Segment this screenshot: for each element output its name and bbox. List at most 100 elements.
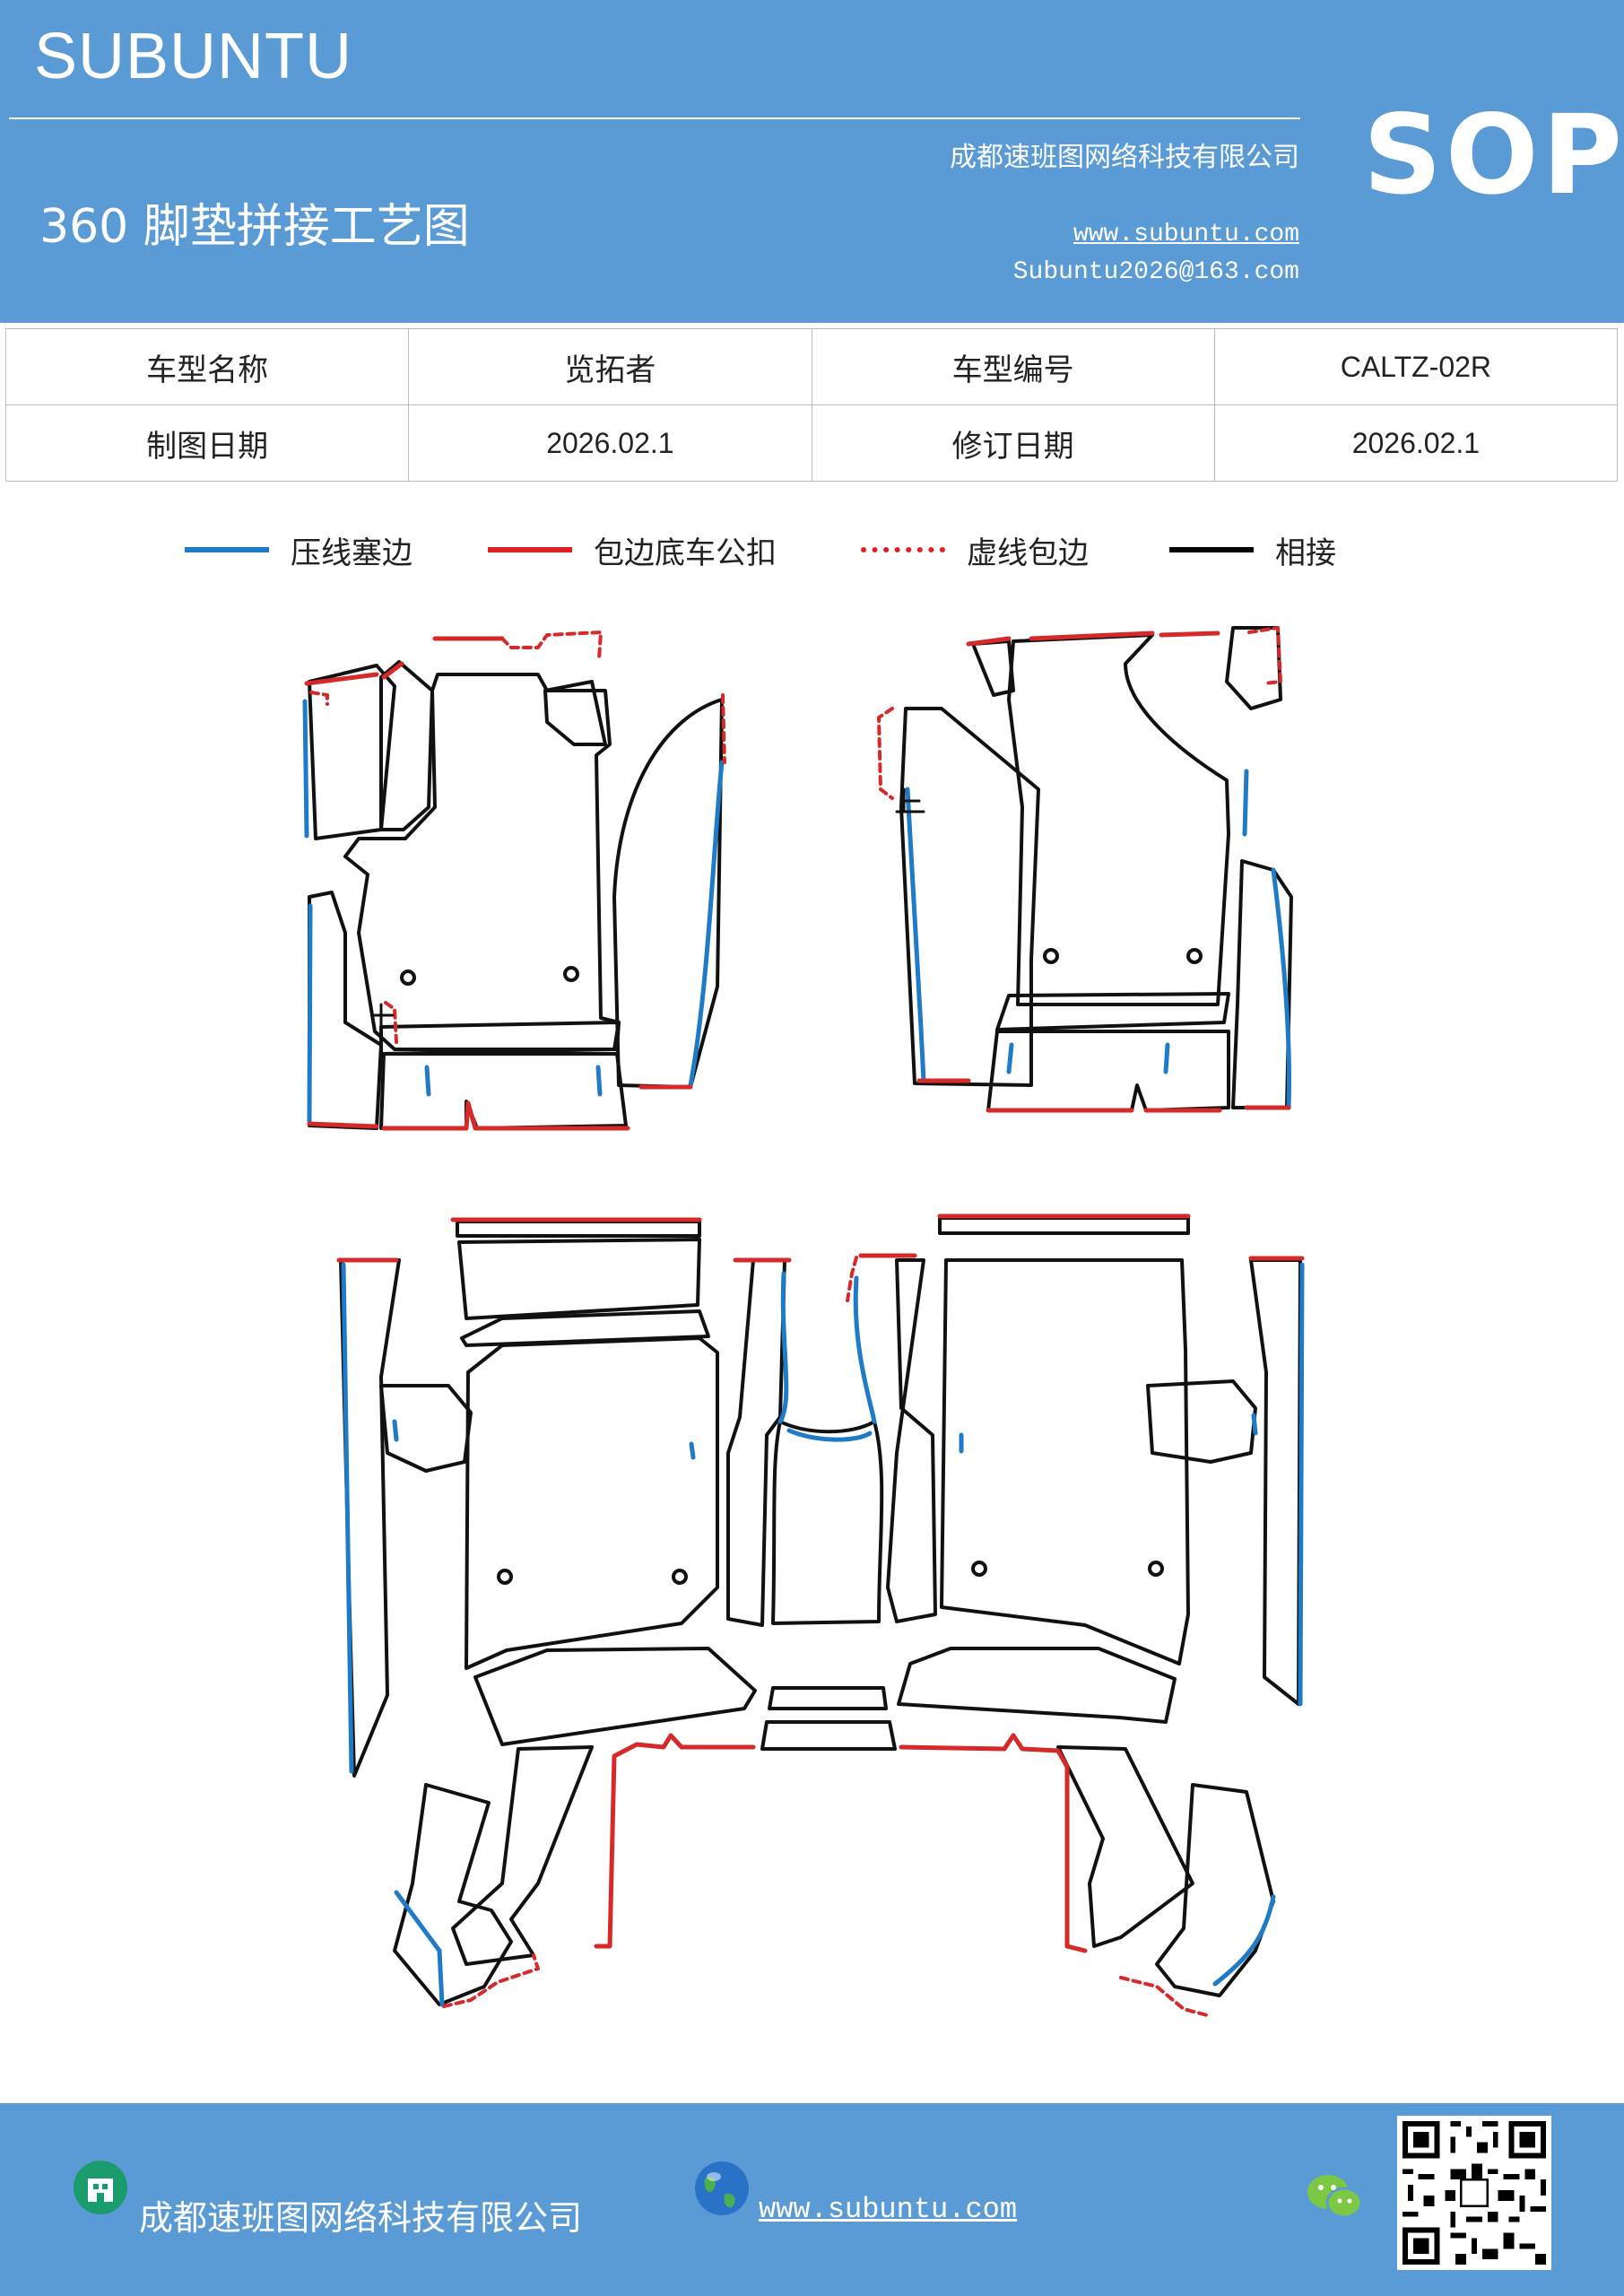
hem-line-segment <box>381 661 404 680</box>
hem-line-segment <box>381 1100 630 1131</box>
rear-lower-right-wheel <box>1155 1783 1275 1997</box>
line-legend: 压线塞边 包边底车公扣 虚线包边 相接 <box>0 527 1624 572</box>
rear-center-strip <box>768 1686 888 1710</box>
table-cell: CALTZ-02R <box>1213 328 1619 405</box>
press-line-segment <box>1251 1413 1258 1436</box>
press-line-segment <box>302 699 309 839</box>
dotted-hem-segment <box>309 691 329 706</box>
rear-left-bracket <box>379 1384 473 1473</box>
mat-anchor-hole <box>497 1569 513 1585</box>
dotted-hem-segment <box>877 707 894 800</box>
legend-label: 相接 <box>1275 535 1336 571</box>
legend-item: 虚线包边 <box>861 527 1089 572</box>
press-line-segment <box>307 903 313 1124</box>
footer-company-name: 成都速班图网络科技有限公司 <box>139 2198 583 2238</box>
front-left-footrest <box>543 680 607 746</box>
hem-line-segment <box>304 672 379 686</box>
mat-anchor-hole <box>672 1569 688 1585</box>
mat-anchor-hole <box>1148 1561 1164 1577</box>
rear-left-seat-mat <box>465 1336 719 1670</box>
front-left-mat-strip <box>379 660 434 831</box>
press-line-segment <box>1242 769 1249 837</box>
legend-swatch <box>185 547 269 552</box>
mark-symbol <box>895 787 925 813</box>
building-icon <box>74 2161 127 2214</box>
press-line-segment <box>853 1275 877 1424</box>
rear-top-strip-right <box>938 1216 1190 1235</box>
rear-right-bracket <box>1146 1379 1257 1464</box>
header-banner: SUBUNTU 成都速班图网络科技有限公司 SOP 360 脚垫拼接工艺图 ww… <box>0 0 1624 323</box>
table-row: 车型名称 览拓者 车型编号 CALTZ-02R <box>4 328 1619 405</box>
sop-label: SOP <box>1363 91 1624 219</box>
press-line-segment <box>394 1890 445 2007</box>
hem-line-segment <box>1029 631 1155 641</box>
legend-label: 包边底车公扣 <box>594 535 777 571</box>
mat-anchor-hole <box>1043 948 1059 964</box>
press-line-segment <box>392 1419 399 1442</box>
rear-right-lower-front <box>897 1647 1177 1724</box>
email-address: Subuntu2026@163.com <box>1012 258 1299 286</box>
front-right-heel-panel <box>995 992 1230 1031</box>
mark-symbol <box>373 1003 395 1029</box>
press-line-segment <box>689 1441 696 1460</box>
dotted-hem-segment <box>846 1256 858 1302</box>
press-line-segment <box>1163 1042 1170 1074</box>
hem-line-segment <box>594 1733 756 1949</box>
qr-code <box>1397 2116 1551 2270</box>
front-right-side <box>899 707 1040 1087</box>
legend-swatch <box>488 547 572 552</box>
dotted-hem-segment <box>442 1953 540 2008</box>
front-right-mat-main <box>1007 633 1230 1006</box>
table-cell: 车型名称 <box>4 328 410 405</box>
rear-lower-left-wheel <box>393 1783 513 2006</box>
rear-tunnel-right <box>886 1258 937 1623</box>
press-line-segment <box>595 1065 603 1097</box>
hem-line-segment <box>899 1733 1088 1953</box>
front-right-heel-panel <box>986 1030 1230 1112</box>
rear-right-seat-mat <box>940 1258 1190 1665</box>
front-left-mat-strip <box>308 664 396 840</box>
rear-upper-left-panel <box>457 1238 701 1320</box>
legend-swatch <box>1169 547 1254 552</box>
hem-line-segment <box>307 1121 379 1129</box>
table-cell: 制图日期 <box>4 404 410 482</box>
table-cell: 2026.02.1 <box>1213 404 1619 482</box>
brand-logo-text: SUBUNTU <box>34 21 353 92</box>
dotted-hem-segment <box>384 1001 398 1044</box>
rear-lower-right-wheel <box>1056 1745 1194 1948</box>
dotted-hem-segment <box>500 631 603 661</box>
floor-mat-diagram <box>302 626 1305 2018</box>
front-left-side-panel <box>612 698 724 1089</box>
mat-anchor-hole <box>563 966 579 982</box>
front-left-mat-main <box>343 673 621 1051</box>
press-line-segment <box>777 1271 789 1424</box>
legend-label: 虚线包边 <box>967 535 1089 571</box>
document-title: 360 脚垫拼接工艺图 <box>39 200 470 254</box>
globe-icon <box>695 2161 749 2215</box>
legend-item: 包边底车公扣 <box>488 527 777 572</box>
press-line-segment <box>1006 1042 1014 1074</box>
mat-anchor-hole <box>400 970 416 986</box>
press-line-segment <box>688 760 725 1088</box>
footer-website-link[interactable]: www.subuntu.com <box>759 2193 1018 2226</box>
legend-label: 压线塞边 <box>291 535 413 571</box>
dotted-hem-segment <box>1119 1976 1212 2018</box>
company-name: 成都速班图网络科技有限公司 <box>950 142 1299 173</box>
table-cell: 2026.02.1 <box>408 404 812 482</box>
table-cell: 车型编号 <box>811 328 1215 405</box>
website-link[interactable]: www.subuntu.com <box>1073 221 1299 248</box>
press-line-segment <box>905 787 926 1083</box>
rear-left-lower-front <box>473 1647 757 1746</box>
front-right-mat-strip <box>971 639 1015 697</box>
wechat-icon[interactable] <box>1305 2170 1364 2222</box>
press-line-segment <box>341 1262 354 1774</box>
mat-anchor-hole <box>1186 948 1203 964</box>
rear-top-strip-left <box>456 1220 701 1238</box>
mat-anchor-hole <box>971 1561 987 1577</box>
front-left-heel-panel <box>379 1052 628 1130</box>
vehicle-info-table: 车型名称 览拓者 车型编号 CALTZ-02R 制图日期 2026.02.1 修… <box>4 328 1619 482</box>
table-cell: 览拓者 <box>408 328 812 405</box>
dotted-hem-segment <box>1247 626 1282 685</box>
press-line-segment <box>786 1428 873 1442</box>
press-line-segment <box>1271 867 1292 1110</box>
